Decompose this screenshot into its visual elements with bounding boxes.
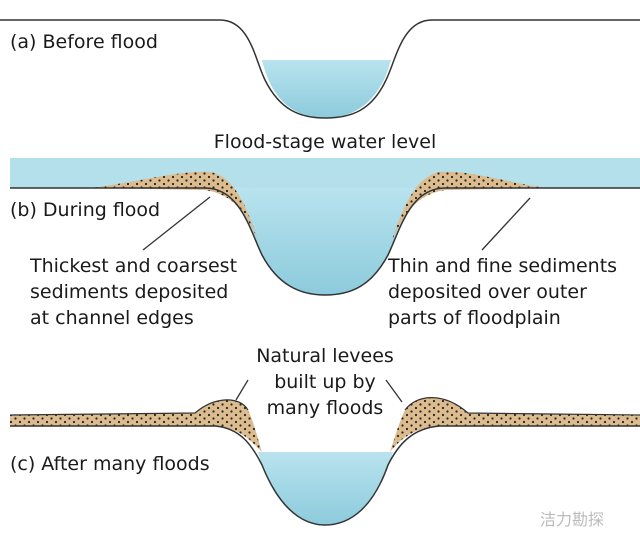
panel-b: Flood-stage water level (b) During flood… xyxy=(10,131,640,329)
left-note-line: Thickest and coarsest xyxy=(29,255,237,277)
panel-b-title: (b) During flood xyxy=(10,199,160,221)
leader-line xyxy=(142,196,211,251)
leader-line xyxy=(235,379,249,401)
watermark: 洁力勘探 xyxy=(540,510,604,529)
sediment-right xyxy=(392,171,545,240)
left-note-line: at channel edges xyxy=(30,307,194,329)
channel-water xyxy=(205,188,445,295)
left-note-line: sediments deposited xyxy=(30,281,228,303)
sediment-layer xyxy=(390,397,640,452)
leader-line xyxy=(481,197,531,251)
panel-a: (a) Before flood xyxy=(0,19,640,119)
right-note-line: Thin and fine sediments xyxy=(387,255,617,277)
ground-profile xyxy=(0,19,640,119)
right-note-line: parts of floodplain xyxy=(388,307,561,329)
flood-water xyxy=(10,158,640,188)
panel-a-title: (a) Before flood xyxy=(10,31,158,53)
ground-profile xyxy=(10,425,640,526)
water-level-label: Flood-stage water level xyxy=(214,131,437,153)
channel-water xyxy=(262,60,391,118)
panel-c-title: (c) After many floods xyxy=(10,453,210,475)
leader-line xyxy=(385,379,403,403)
levee-note-line: many floods xyxy=(267,397,384,419)
panel-c: Natural levees built up by many floods (… xyxy=(9,345,640,526)
levee-surface xyxy=(9,397,640,416)
ground-profile xyxy=(10,187,640,296)
channel-water xyxy=(258,452,393,525)
levee-note-line: Natural levees xyxy=(256,345,394,367)
levee-note-line: built up by xyxy=(274,371,376,393)
right-note-line: deposited over outer xyxy=(388,281,587,303)
